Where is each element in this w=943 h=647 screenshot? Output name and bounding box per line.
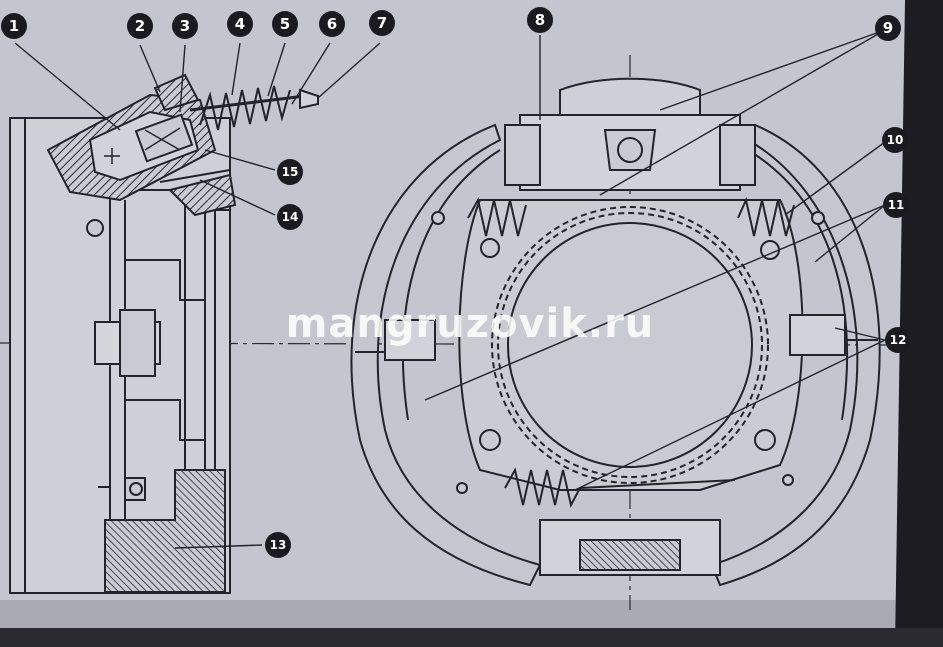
svg-text:6: 6 — [327, 15, 337, 33]
svg-text:5: 5 — [280, 15, 290, 33]
front-view — [350, 77, 881, 587]
svg-text:13: 13 — [270, 538, 287, 552]
callout-4: 4 — [227, 11, 253, 37]
svg-text:12: 12 — [890, 333, 907, 347]
bottom-dark-strip — [0, 628, 943, 647]
svg-text:3: 3 — [180, 17, 190, 35]
svg-text:15: 15 — [282, 165, 299, 179]
callout-10: 10 — [882, 127, 908, 153]
svg-text:11: 11 — [888, 198, 905, 212]
callout-13: 13 — [265, 532, 291, 558]
svg-text:2: 2 — [135, 17, 145, 35]
svg-text:10: 10 — [887, 133, 904, 147]
callout-15: 15 — [277, 159, 303, 185]
dark-frame-corner — [895, 0, 943, 647]
callout-8: 8 — [527, 7, 553, 33]
callout-14: 14 — [277, 204, 303, 230]
callout-5: 5 — [272, 11, 298, 37]
callout-12: 12 — [885, 327, 911, 353]
svg-text:4: 4 — [235, 15, 245, 33]
callout-11: 11 — [883, 192, 909, 218]
callout-7: 7 — [369, 10, 395, 36]
callout-1: 1 — [1, 13, 27, 39]
wheel-cylinder-section — [46, 73, 319, 217]
callouts: 1 2 3 4 5 6 7 8 9 10 11 12 13 14 15 — [1, 7, 911, 558]
svg-text:1: 1 — [9, 17, 19, 35]
watermark: mangruzovik.ru — [286, 301, 655, 347]
callout-2: 2 — [127, 13, 153, 39]
callout-6: 6 — [319, 11, 345, 37]
callout-3: 3 — [172, 13, 198, 39]
svg-text:7: 7 — [377, 14, 387, 32]
callout-9: 9 — [875, 15, 901, 41]
leader-lines — [14, 29, 886, 549]
svg-text:9: 9 — [883, 19, 893, 37]
svg-text:14: 14 — [282, 210, 299, 224]
svg-text:8: 8 — [535, 11, 545, 29]
